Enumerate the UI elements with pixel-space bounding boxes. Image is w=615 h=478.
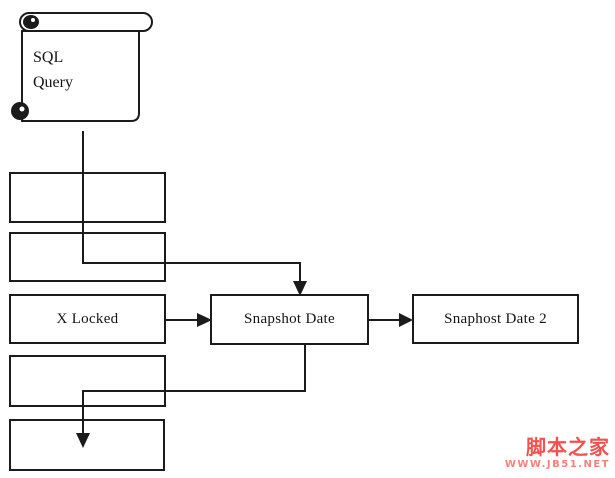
arrowhead-right-into-snapshot bbox=[197, 313, 212, 327]
arrowheads bbox=[76, 281, 413, 448]
connectors bbox=[82, 131, 400, 434]
snapshot-date-2-box-shape bbox=[412, 294, 579, 344]
watermark: 脚本之家 WWW.JB51.NET bbox=[505, 437, 610, 470]
empty-box-3-shape bbox=[9, 355, 166, 407]
empty-box-2-shape bbox=[9, 232, 166, 282]
sql-query-node-label: SQL Query bbox=[33, 45, 128, 95]
scroll-shape bbox=[11, 12, 153, 122]
connector-sql-to-snapshot bbox=[82, 131, 301, 282]
snapshot-date-2-label: Snaphost Date 2 bbox=[444, 310, 547, 327]
snapshot-date-box-shape bbox=[210, 294, 369, 345]
arrowhead-right-into-snapshot2 bbox=[399, 313, 413, 327]
scroll-top-curl-icon bbox=[23, 15, 39, 29]
empty-box-4-shape bbox=[9, 419, 165, 471]
x-locked-box-shape bbox=[9, 294, 166, 344]
connector-snapshot-to-bottom-box bbox=[82, 344, 306, 434]
sql-query-line-1: SQL bbox=[33, 49, 64, 66]
sql-query-line-2: Query bbox=[33, 74, 73, 91]
empty-box-1-shape bbox=[9, 172, 166, 223]
watermark-site-name: 脚本之家 bbox=[526, 435, 610, 459]
x-locked-label: X Locked bbox=[56, 310, 119, 327]
snapshot-date-label: Snapshot Date bbox=[244, 311, 335, 327]
arrowhead-down-into-bottom-box bbox=[76, 433, 90, 448]
box-shapes bbox=[9, 172, 579, 471]
scroll-bottom-curl-icon bbox=[11, 102, 29, 120]
arrowhead-down-into-snapshot bbox=[293, 281, 307, 296]
watermark-site-url: WWW.JB51.NET bbox=[504, 459, 610, 470]
